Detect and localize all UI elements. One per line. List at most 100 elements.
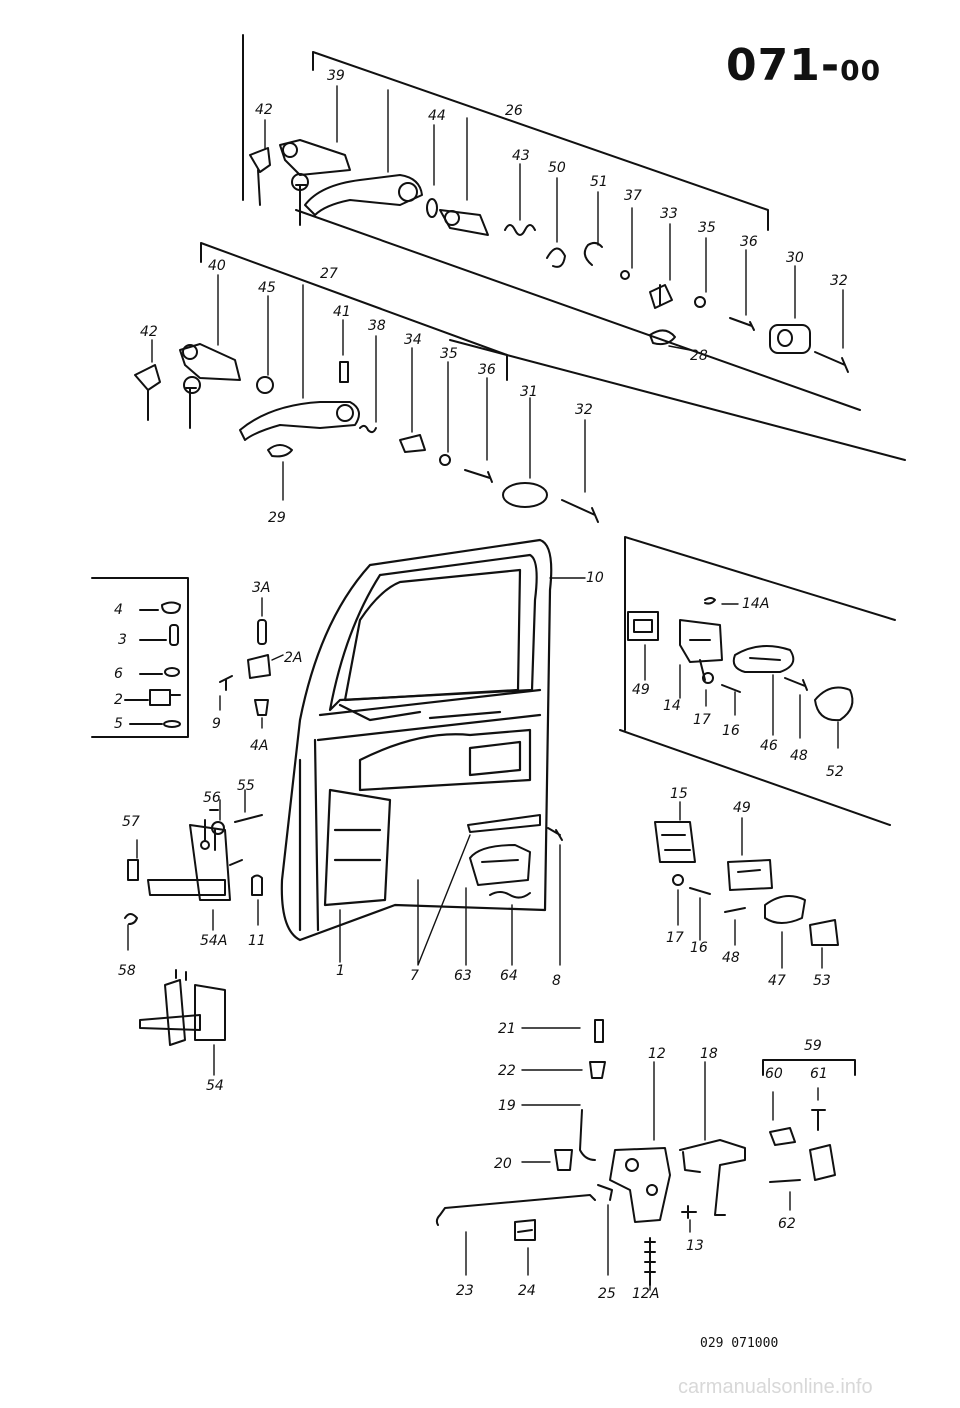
lever-34 bbox=[399, 434, 426, 453]
callout-15: 15 bbox=[670, 786, 688, 802]
spring-38 bbox=[359, 424, 377, 434]
callout-36: 36 bbox=[478, 362, 496, 378]
callout-12a: 12A bbox=[632, 1286, 659, 1302]
callout-49: 49 bbox=[733, 800, 751, 816]
callout-14a: 14A bbox=[742, 596, 769, 612]
callout-9: 9 bbox=[212, 716, 221, 732]
callout-41: 41 bbox=[333, 304, 351, 320]
striker-18 bbox=[679, 1139, 746, 1216]
screw-36-lower bbox=[464, 469, 493, 483]
pawl-59 bbox=[809, 1144, 836, 1181]
callout-44: 44 bbox=[428, 108, 446, 124]
callout-42: 42 bbox=[255, 102, 273, 118]
callout-35: 35 bbox=[698, 220, 716, 236]
latch-rod-19 bbox=[579, 1109, 596, 1161]
handle-bezel-46 bbox=[732, 645, 795, 673]
callout-21: 21 bbox=[498, 1021, 516, 1037]
bracket-line-a bbox=[295, 209, 861, 411]
callout-63: 63 bbox=[454, 968, 472, 984]
hinge-54 bbox=[139, 969, 226, 1046]
callout-61: 61 bbox=[810, 1066, 828, 1082]
nut-22 bbox=[589, 1061, 606, 1079]
callout-17: 17 bbox=[666, 930, 684, 946]
bolt-21 bbox=[594, 1019, 604, 1043]
trim-7 bbox=[467, 814, 541, 833]
callout-60: 60 bbox=[765, 1066, 783, 1082]
hinge-pin-parts bbox=[124, 601, 181, 728]
callout-49: 49 bbox=[632, 682, 650, 698]
washer-35-lower bbox=[439, 454, 451, 466]
callout-28: 28 bbox=[690, 348, 708, 364]
callout-31: 31 bbox=[520, 384, 538, 400]
bracket-hinge-box bbox=[91, 577, 189, 738]
lever-33 bbox=[649, 284, 673, 309]
callout-3a: 3A bbox=[252, 580, 270, 596]
bracket-lock-lower bbox=[200, 242, 508, 381]
callout-26: 26 bbox=[505, 103, 523, 119]
callout-16: 16 bbox=[722, 723, 740, 739]
screw-48 bbox=[784, 677, 808, 691]
callout-7: 7 bbox=[410, 968, 419, 984]
washer-35 bbox=[694, 296, 706, 308]
spring-43 bbox=[504, 224, 536, 236]
rod-23 bbox=[435, 1194, 596, 1226]
strip-64 bbox=[489, 891, 531, 899]
screw-61 bbox=[811, 1109, 826, 1131]
cover-52 bbox=[814, 686, 854, 722]
callout-47: 47 bbox=[768, 973, 786, 989]
escutcheon-31 bbox=[502, 482, 548, 508]
lock-cylinder-outer bbox=[249, 139, 351, 226]
callout-13: 13 bbox=[686, 1238, 704, 1254]
clip-51 bbox=[583, 241, 603, 266]
bracket-inner-handle bbox=[619, 536, 896, 826]
callout-29: 29 bbox=[268, 510, 286, 526]
callout-39: 39 bbox=[327, 68, 345, 84]
callout-10: 10 bbox=[586, 570, 604, 586]
bolt-32-upper bbox=[814, 351, 849, 373]
callout-50: 50 bbox=[548, 160, 566, 176]
callout-22: 22 bbox=[498, 1063, 516, 1079]
callout-51: 51 bbox=[590, 174, 608, 190]
interior-handle-15 bbox=[654, 821, 711, 895]
callout-46: 46 bbox=[760, 738, 778, 754]
callout-57: 57 bbox=[122, 814, 140, 830]
callout-48: 48 bbox=[722, 950, 740, 966]
callout-2a: 2A bbox=[284, 650, 302, 666]
callout-32: 32 bbox=[575, 402, 593, 418]
callout-54: 54 bbox=[206, 1078, 224, 1094]
outer-handle-upper bbox=[304, 174, 423, 216]
panel-49 bbox=[727, 859, 773, 891]
gasket-28 bbox=[649, 329, 676, 346]
callout-58: 58 bbox=[118, 963, 136, 979]
callout-48: 48 bbox=[790, 748, 808, 764]
bracket-line-b bbox=[449, 339, 906, 461]
callout-25: 25 bbox=[598, 1286, 616, 1302]
callout-23: 23 bbox=[456, 1283, 474, 1299]
callout-11: 11 bbox=[248, 933, 266, 949]
outer-handle-lower bbox=[239, 401, 360, 441]
screw-36 bbox=[729, 317, 755, 331]
callout-55: 55 bbox=[237, 778, 255, 794]
gasket-29 bbox=[267, 444, 293, 458]
callout-52: 52 bbox=[826, 764, 844, 780]
door-check-strap bbox=[124, 809, 263, 925]
o-ring-45 bbox=[256, 376, 274, 394]
callout-1: 1 bbox=[336, 963, 345, 979]
callout-54a: 54A bbox=[200, 933, 227, 949]
callout-20: 20 bbox=[494, 1156, 512, 1172]
callout-59: 59 bbox=[804, 1038, 822, 1054]
bezel-47 bbox=[764, 895, 806, 924]
callout-53: 53 bbox=[813, 973, 831, 989]
spring-41 bbox=[339, 361, 349, 383]
spring-12a bbox=[644, 1237, 656, 1286]
leader-lines bbox=[127, 85, 844, 1291]
callout-14: 14 bbox=[663, 698, 681, 714]
callout-33: 33 bbox=[660, 206, 678, 222]
callout-37: 37 bbox=[624, 188, 642, 204]
clip-50 bbox=[546, 247, 566, 268]
screw-13 bbox=[681, 1205, 697, 1219]
callout-62: 62 bbox=[778, 1216, 796, 1232]
callout-30: 30 bbox=[786, 250, 804, 266]
